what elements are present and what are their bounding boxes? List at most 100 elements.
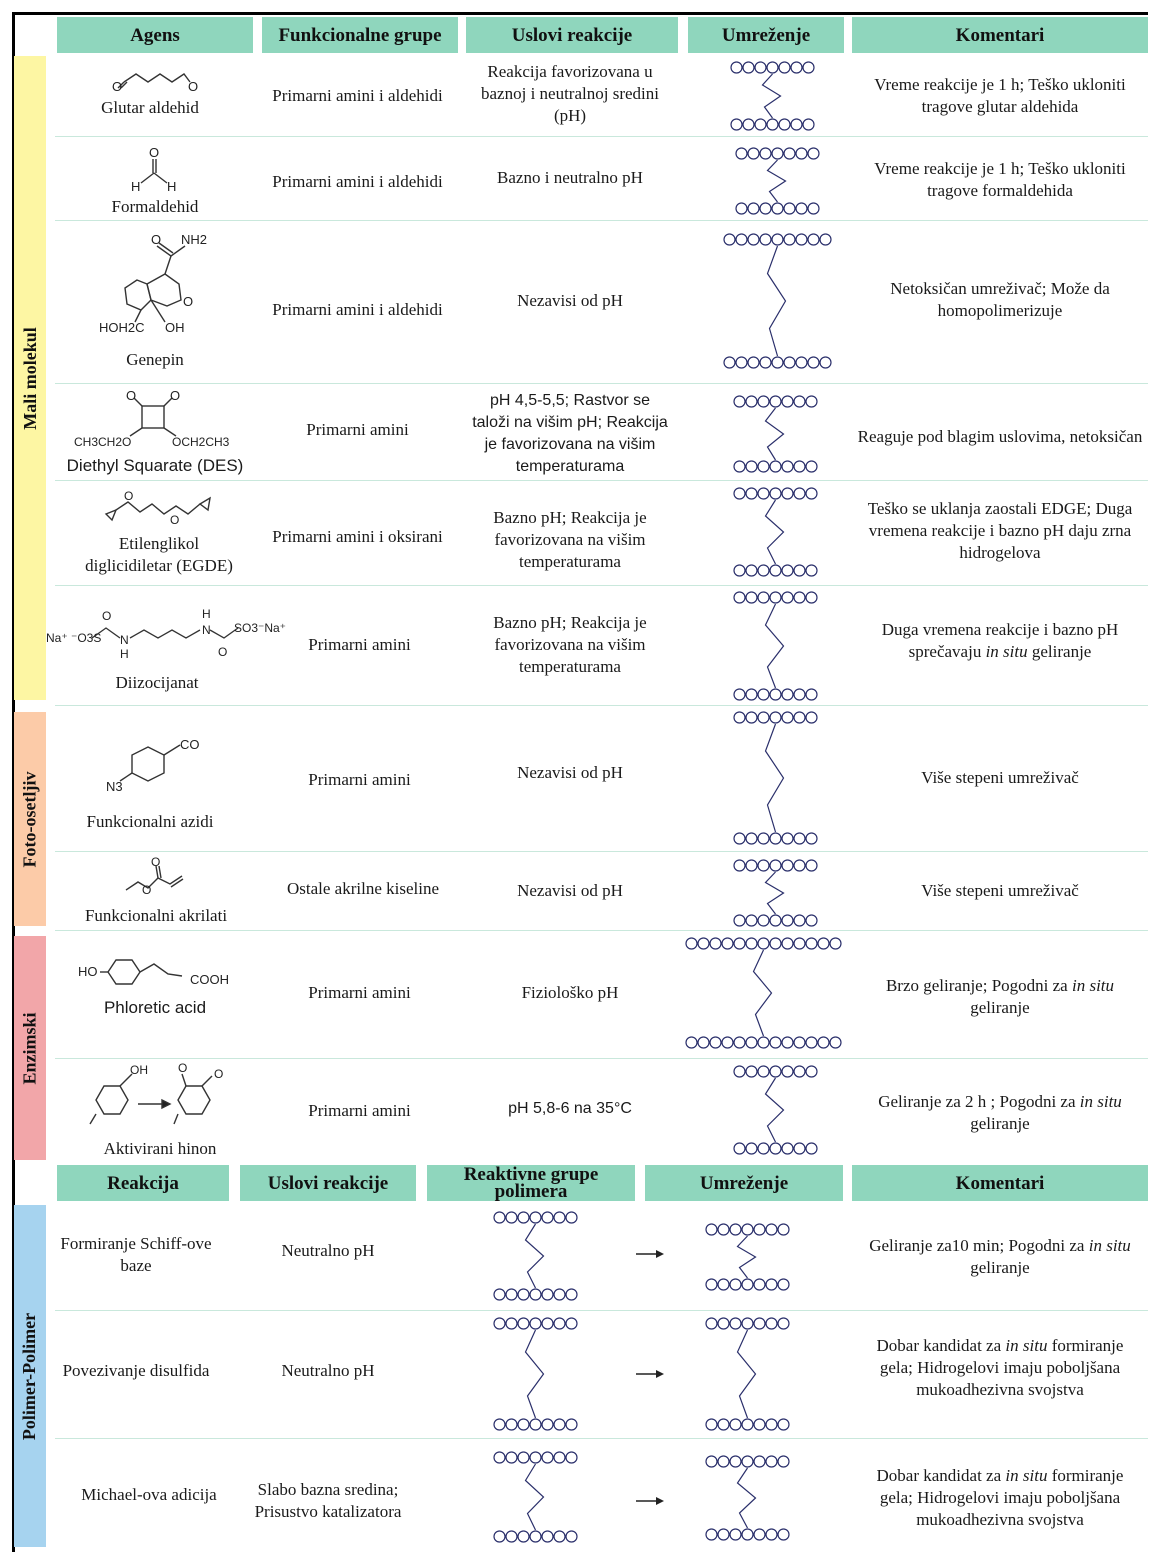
crosslink-diagram bbox=[700, 1222, 790, 1292]
aryl-azide-structure-icon: CO N3 bbox=[100, 733, 210, 797]
crosslink-diagram bbox=[730, 146, 820, 216]
row-divider bbox=[55, 1438, 1148, 1439]
functional-groups-cell: Primarni amini i aldehidi bbox=[272, 172, 443, 191]
atom-label: CH3CH2O bbox=[74, 435, 131, 449]
section-label: Enzimski bbox=[19, 1011, 40, 1085]
header-conditions-polymer: Uslovi reakcije bbox=[240, 1165, 416, 1201]
header-comments: Komentari bbox=[852, 17, 1148, 53]
comment-cell: Duga vremena reakcije i bazno pH sprečav… bbox=[855, 616, 1145, 666]
comment-italic: in situ bbox=[1071, 976, 1115, 995]
atom-label: O bbox=[178, 1062, 187, 1075]
functional-groups-cell: Primarni amini bbox=[308, 770, 411, 789]
comment-cell: Dobar kandidat za in situ formiranje gel… bbox=[860, 1450, 1140, 1546]
comment-text: Dobar kandidat za bbox=[876, 1466, 1006, 1485]
atom-label: O bbox=[126, 390, 136, 403]
conditions-cell: Reakcija favorizovana u baznoj i neutral… bbox=[481, 62, 659, 125]
activated-quinone-structure-icon: OH O O bbox=[78, 1062, 238, 1132]
atom-label: H bbox=[131, 179, 140, 194]
comment-text: formiranje gela; Hidrogelovi imaju pobol… bbox=[879, 1336, 1124, 1399]
atom-label: O bbox=[149, 145, 159, 160]
comment-cell: Netoksičan umreživač; Može da homopolime… bbox=[890, 279, 1110, 320]
comment-cell: Geliranje za10 min; Pogodni za in situ g… bbox=[855, 1232, 1145, 1282]
diisocyanate-structure-icon: Na⁺ ⁻O3S O N H H N O SO3⁻Na⁺ bbox=[46, 606, 286, 662]
reaction-arrow-icon bbox=[636, 1496, 664, 1506]
atom-label: H bbox=[167, 179, 176, 194]
atom-label: OH bbox=[130, 1063, 148, 1077]
reaction-cell: Michael-ova adicija bbox=[81, 1485, 217, 1504]
conditions-cell: Bazno pH; Reakcija je favorizovana na vi… bbox=[493, 508, 647, 571]
comment-text: geliranje bbox=[1027, 642, 1092, 661]
genipin-structure-icon: O NH2 O HOH2C OH bbox=[95, 230, 215, 342]
agent-name: Aktivirani hinon bbox=[103, 1139, 217, 1158]
conditions-cell: Bazno i neutralno pH bbox=[497, 168, 643, 187]
header-conditions: Uslovi reakcije bbox=[466, 17, 678, 53]
comment-italic: in situ bbox=[1088, 1236, 1131, 1255]
functional-groups-cell: Primarni amini i aldehidi bbox=[272, 86, 443, 105]
atom-label: O bbox=[142, 883, 151, 896]
conditions-cell: Neutralno pH bbox=[281, 1241, 375, 1260]
comment-text: Duga vremena reakcije i bazno pH sprečav… bbox=[881, 620, 1119, 661]
agent-name: Glutar aldehid bbox=[101, 98, 199, 117]
comment-cell: Vreme reakcije je 1 h; Teško ukloniti tr… bbox=[874, 159, 1126, 200]
conditions-cell: pH 5,8-6 na 35°C bbox=[508, 1100, 632, 1117]
row-divider bbox=[55, 705, 1148, 706]
atom-label: O bbox=[151, 856, 160, 869]
header-crosslinking-polymer: Umreženje bbox=[645, 1165, 843, 1201]
comment-cell: Teško se uklanja zaostali EDGE; Duga vre… bbox=[867, 499, 1133, 562]
agent-name: Diizocijanat bbox=[115, 673, 199, 692]
acrylate-structure-icon: O O bbox=[120, 856, 190, 896]
crosslink-diagram bbox=[718, 232, 836, 370]
glutaraldehyde-structure-icon: O O bbox=[110, 62, 200, 92]
row-divider bbox=[55, 851, 1148, 852]
atom-label: O bbox=[170, 390, 180, 403]
header-agens: Agens bbox=[57, 17, 253, 53]
section-photo: Foto-osetljiv bbox=[14, 712, 46, 926]
conditions-cell: Slabo bazna sredina; Prisustvo katalizat… bbox=[254, 1480, 402, 1521]
atom-label: NH2 bbox=[181, 232, 207, 247]
conditions-cell: Fiziološko pH bbox=[521, 983, 619, 1002]
reactive-groups-diagram bbox=[488, 1210, 578, 1302]
reaction-arrow-icon bbox=[636, 1249, 664, 1259]
functional-groups-cell: Primarni amini i aldehidi bbox=[272, 300, 443, 319]
phloretic-acid-structure-icon: HO COOH bbox=[74, 950, 244, 990]
atom-label: OH bbox=[165, 320, 185, 335]
functional-groups-cell: Ostale akrilne kiseline bbox=[286, 879, 439, 898]
comment-cell: Reaguje pod blagim uslovima, netoksičan bbox=[857, 427, 1143, 446]
comment-text: geliranje bbox=[970, 1114, 1030, 1133]
row-divider bbox=[55, 480, 1148, 481]
atom-label: N3 bbox=[106, 779, 123, 794]
formaldehyde-structure-icon: O H H bbox=[125, 145, 185, 195]
egde-structure-icon: O O bbox=[100, 486, 220, 526]
comment-text: geliranje bbox=[970, 998, 1030, 1017]
conditions-cell: Nezavisi od pH bbox=[517, 881, 623, 900]
section-small-molecule: Mali molekul bbox=[14, 56, 46, 700]
atom-label: OCH2CH3 bbox=[172, 435, 230, 449]
agent-name: Formaldehid bbox=[111, 197, 199, 216]
comment-cell: Geliranje za 2 h ; Pogodni za in situ ge… bbox=[855, 1088, 1145, 1138]
crosslink-diagram bbox=[728, 486, 820, 578]
atom-label: N bbox=[120, 633, 129, 647]
crosslink-diagram bbox=[700, 1454, 790, 1542]
atom-label: H bbox=[120, 647, 129, 661]
atom-label: HOH2C bbox=[99, 320, 145, 335]
atom-label: O bbox=[170, 513, 179, 526]
row-divider bbox=[55, 585, 1148, 586]
row-divider bbox=[55, 1310, 1148, 1311]
conditions-cell: Nezavisi od pH bbox=[517, 291, 623, 310]
crosslink-diagram bbox=[728, 710, 820, 846]
reactive-groups-diagram bbox=[488, 1316, 578, 1432]
section-label: Polimer-Polimer bbox=[19, 1312, 40, 1440]
comment-cell: Brzo geliranje; Pogodni za in situ gelir… bbox=[855, 972, 1145, 1022]
section-label: Mali molekul bbox=[19, 326, 40, 430]
reaction-cell: Formiranje Schiff-ove baze bbox=[60, 1234, 212, 1275]
atom-label: O bbox=[188, 79, 198, 92]
comment-text: Dobar kandidat za bbox=[876, 1336, 1006, 1355]
functional-groups-cell: Primarni amini bbox=[308, 983, 411, 1002]
atom-label: O bbox=[214, 1067, 223, 1081]
row-divider bbox=[55, 930, 1148, 931]
atom-label: COOH bbox=[190, 972, 229, 987]
row-divider bbox=[55, 383, 1148, 384]
agent-name: Phloretic acid bbox=[103, 998, 207, 1017]
comment-italic: in situ bbox=[1005, 1466, 1048, 1485]
comment-text: formiranje gela; Hidrogelovi imaju pobol… bbox=[879, 1466, 1124, 1529]
